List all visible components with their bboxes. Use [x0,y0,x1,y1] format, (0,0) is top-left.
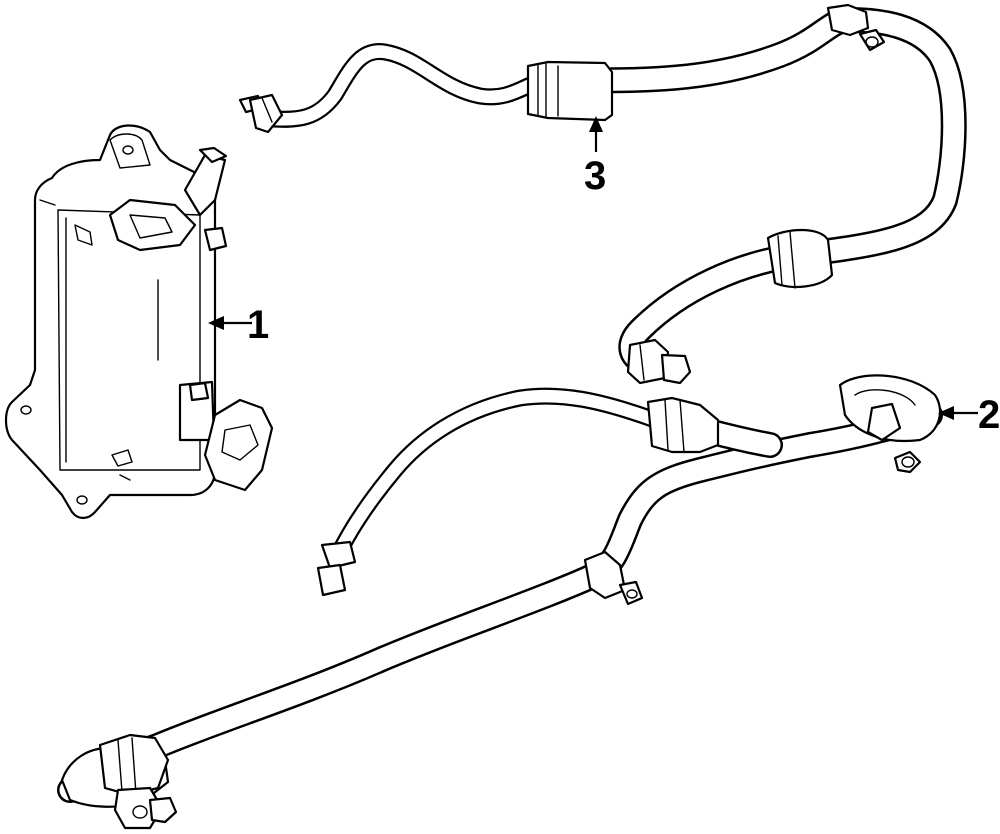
upper-hose [238,3,967,385]
oil-cooler [4,124,274,520]
lower-hose-assembly [57,374,943,830]
callout-1: 1 [208,303,269,347]
callout-3: 3 [584,116,606,198]
callout-3-label: 3 [584,154,606,198]
callout-2: 2 [938,393,1000,437]
callout-2-label: 2 [978,393,1000,437]
callout-1-label: 1 [247,303,269,347]
